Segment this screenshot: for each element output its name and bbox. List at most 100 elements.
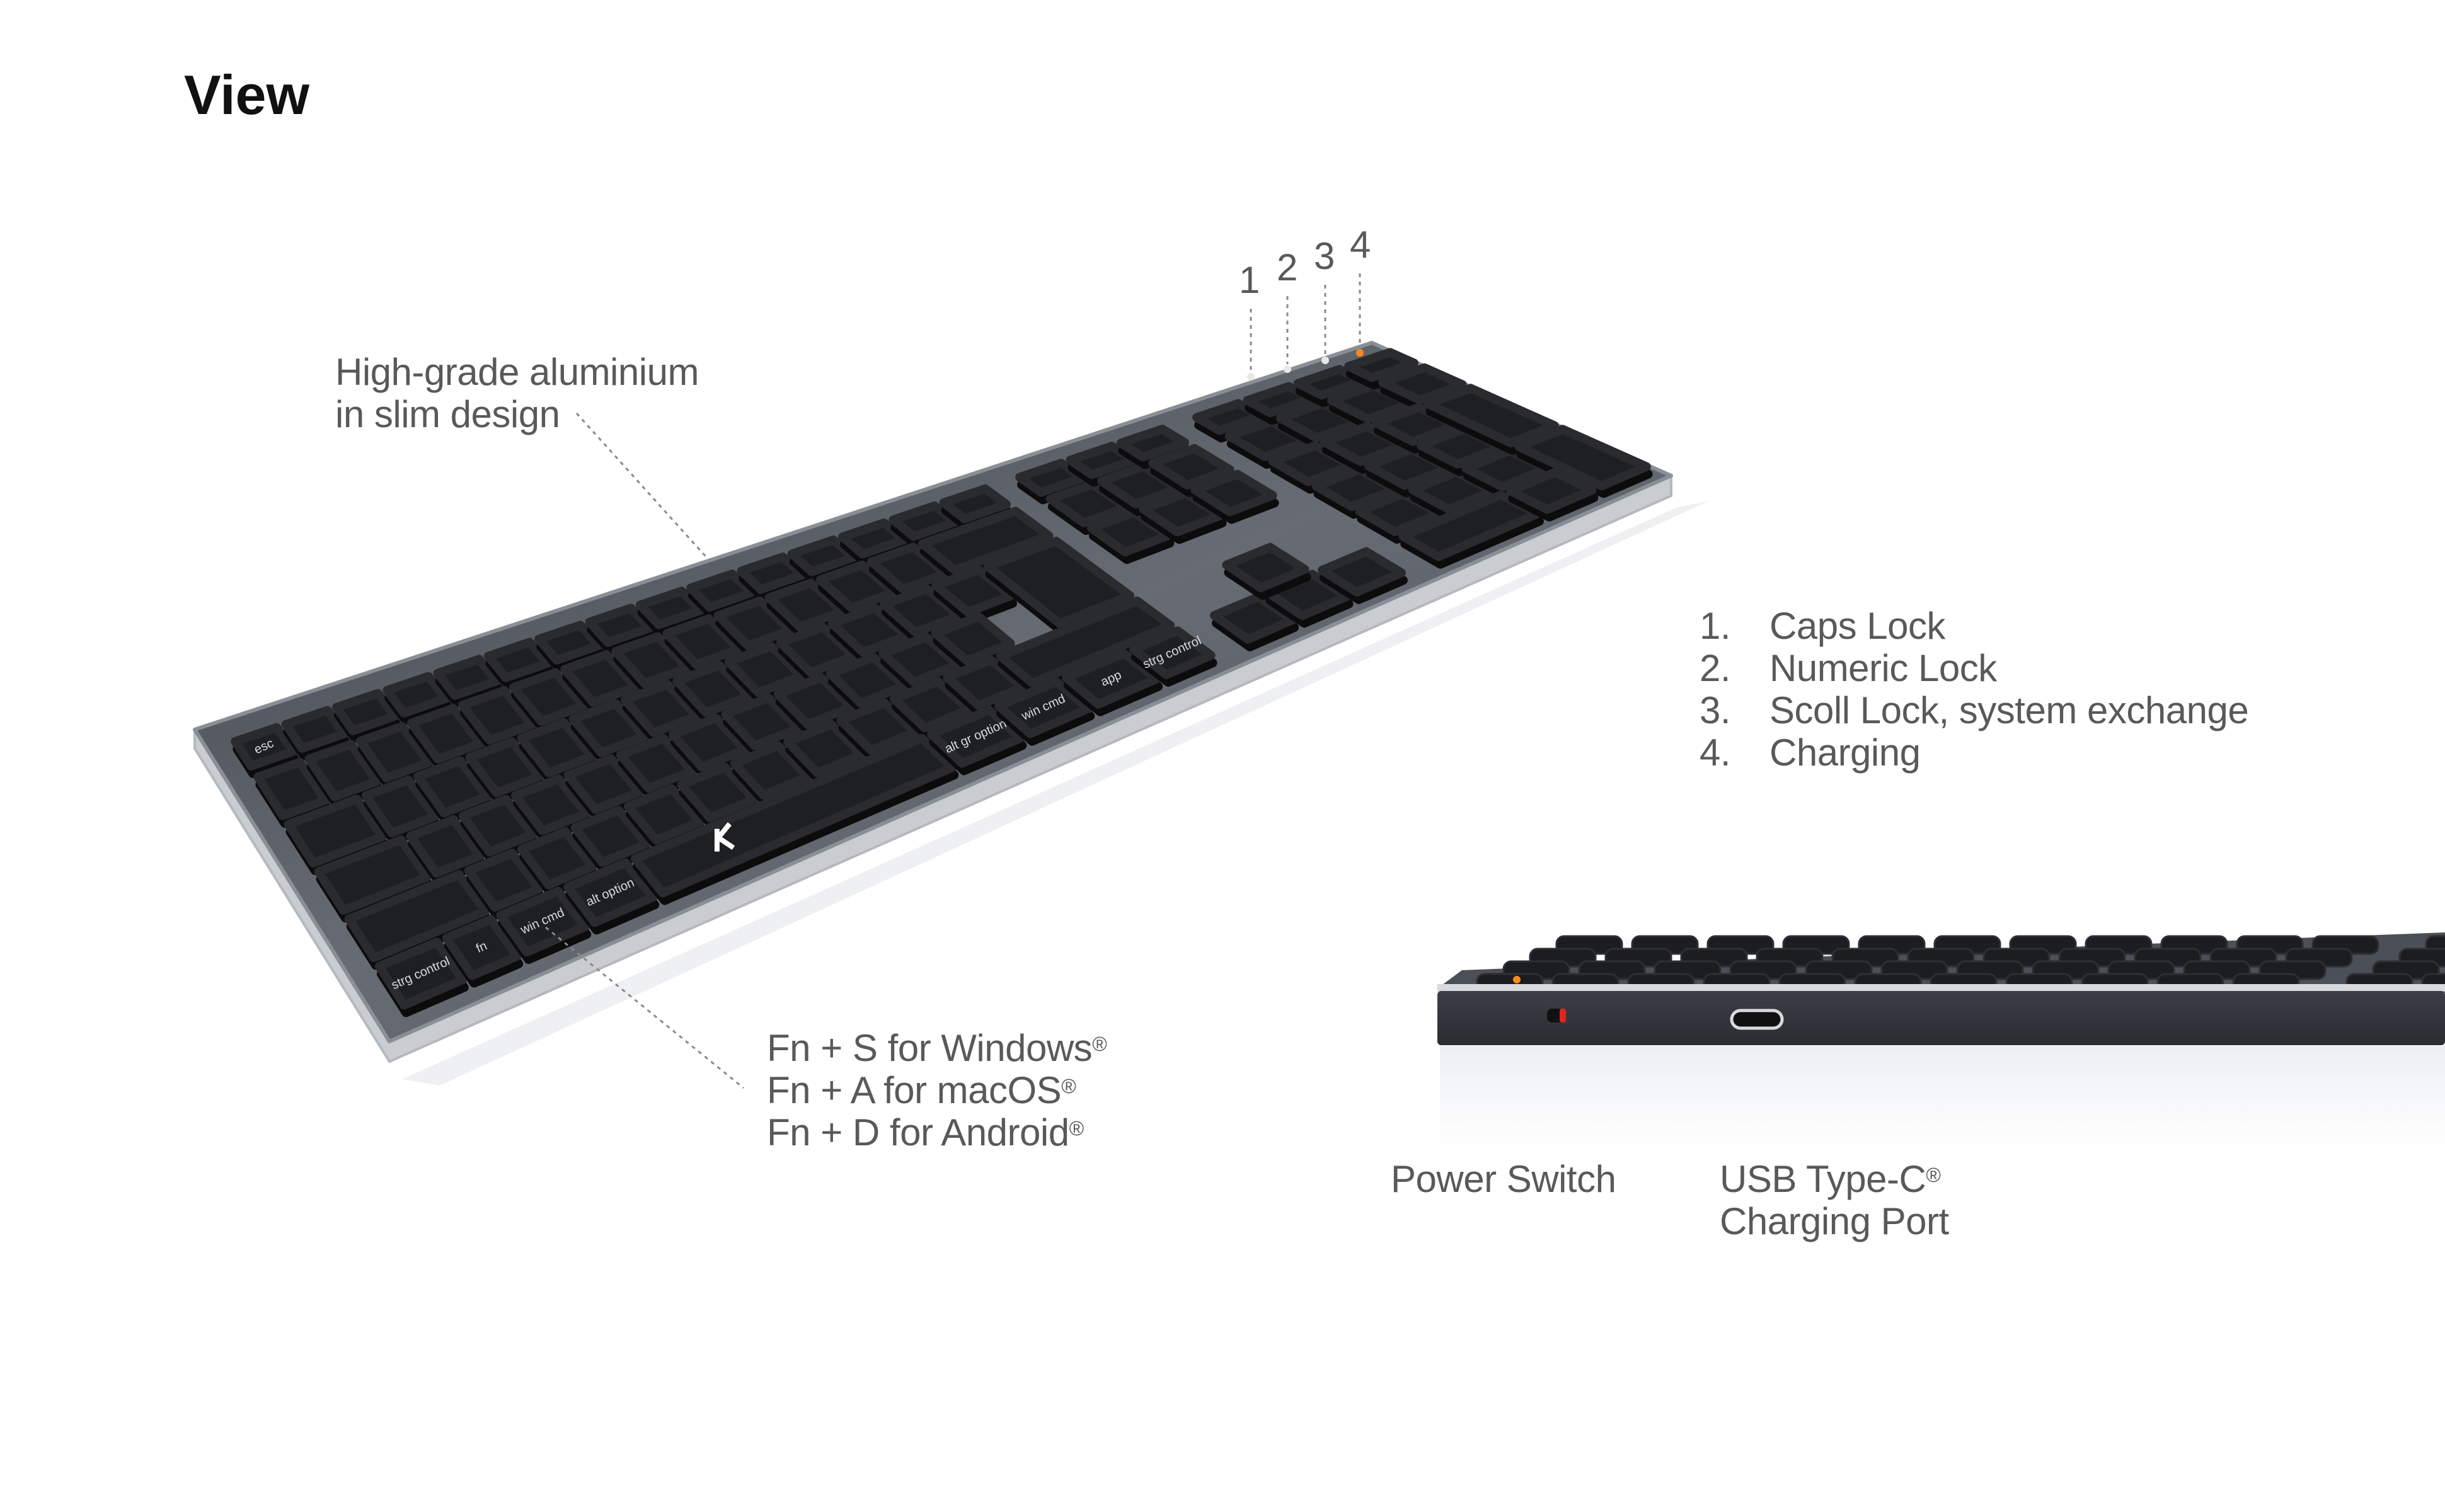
indicator-label: Charging <box>1769 731 1921 774</box>
key-cap <box>464 849 544 912</box>
key <box>616 734 699 801</box>
key <box>433 655 503 707</box>
indicator-num: 2. <box>1700 647 1731 689</box>
indicator-label: Caps Lock <box>1769 605 1945 647</box>
registered-mark: ® <box>1926 1164 1941 1186</box>
key-cap <box>1129 626 1216 679</box>
key <box>355 721 435 790</box>
key-cap <box>563 858 658 927</box>
key-cap <box>764 578 847 631</box>
key-cap <box>927 706 1025 768</box>
key <box>517 827 599 897</box>
key <box>1424 384 1561 455</box>
key: fn <box>442 915 524 988</box>
key-cap <box>517 718 597 777</box>
key-cap <box>996 596 1175 688</box>
key <box>1514 425 1653 498</box>
fn-combo-windows: Fn + S for Windows® <box>767 1027 1107 1069</box>
key-cap <box>889 677 974 733</box>
key: win cmd <box>496 886 592 965</box>
indicator-num: 3. <box>1700 689 1731 731</box>
key-cap <box>616 734 697 793</box>
power-switch-indicator <box>1560 1009 1566 1022</box>
key-cap <box>374 937 467 1010</box>
key <box>563 754 646 822</box>
usb-c-port <box>1730 1009 1784 1030</box>
fn-combo-text: Fn + S for Windows <box>767 1027 1093 1069</box>
key-cap <box>568 699 649 757</box>
key-cap <box>1424 384 1559 448</box>
key-cap <box>560 650 640 707</box>
side-silver-edge <box>1437 984 2445 992</box>
keyboard-shadow <box>402 501 1709 1085</box>
indicator-led-3 <box>1321 357 1329 364</box>
key <box>721 693 805 758</box>
key-cap <box>465 737 544 798</box>
keyboard-side-view <box>1437 932 2445 1147</box>
key-cap <box>344 870 490 963</box>
indicator-number-4: 4 <box>1350 224 1371 266</box>
key: strg control <box>1129 626 1217 687</box>
key-cap <box>355 721 434 782</box>
key: alt option <box>563 858 660 935</box>
key-cap <box>1506 467 1597 514</box>
key-cap <box>630 734 957 898</box>
key-cap <box>827 604 911 657</box>
fn-combo-android: Fn + D for Android® <box>767 1111 1107 1154</box>
indicator-led-2 <box>1284 365 1291 373</box>
key-cap <box>585 604 654 647</box>
key-cap <box>563 754 644 814</box>
indicator-row: 4.Charging <box>1700 731 2248 774</box>
key <box>1210 592 1299 651</box>
key-cap <box>1318 547 1406 597</box>
indicator-number-2: 2 <box>1277 246 1298 289</box>
key <box>996 596 1177 696</box>
key <box>304 740 384 809</box>
key-cap <box>713 596 795 650</box>
indicator-row: 2. Numeric Lock <box>1700 647 2248 689</box>
brand-logo-icon <box>714 822 735 852</box>
page-title: View <box>184 64 309 126</box>
registered-mark: ® <box>1061 1075 1076 1097</box>
key-cap <box>509 668 589 726</box>
key <box>1318 547 1408 604</box>
fn-combo-text: Fn + A for macOS <box>767 1069 1062 1111</box>
key <box>918 507 1056 582</box>
indicator-row: 1. Caps Lock <box>1700 605 2248 647</box>
fn-combo-text: Fn + D for Android <box>767 1111 1069 1154</box>
key-cap <box>458 794 538 857</box>
key <box>383 672 452 725</box>
key-cap <box>623 784 705 845</box>
key: win cmd <box>994 677 1095 746</box>
power-switch-label: Power Switch <box>1391 1158 1616 1200</box>
side-reflection <box>1440 1046 2445 1147</box>
key-cap <box>686 570 756 612</box>
key <box>983 536 1137 636</box>
indicator-label: Numeric Lock <box>1769 647 1997 689</box>
key-cap <box>878 633 962 687</box>
key-cap <box>776 622 858 677</box>
key-cap <box>943 655 1027 710</box>
key-cap <box>331 689 400 735</box>
key-cap <box>1116 425 1189 462</box>
key-cap <box>304 740 382 801</box>
key-cap <box>284 794 387 868</box>
indicator-legend: 1.Caps Lock 2.Numeric Lock 3.Scoll Lock,… <box>1700 605 2249 774</box>
key-cap <box>442 915 522 980</box>
key-cap <box>1061 649 1161 709</box>
key <box>1398 490 1544 569</box>
key-cap <box>724 641 806 697</box>
key <box>630 734 959 905</box>
indicator-num: 1. <box>1700 605 1731 647</box>
key-cap <box>253 757 330 820</box>
key <box>361 776 441 845</box>
key-cap <box>413 756 492 818</box>
key-cap <box>1344 348 1418 382</box>
key-cap <box>836 698 920 755</box>
key-cap <box>668 713 750 772</box>
key-cap <box>570 805 651 868</box>
fn-combo-macos: Fn + A for macOS® <box>767 1069 1107 1111</box>
material-callout: High-grade aluminium in slim design <box>335 351 699 435</box>
key-cap <box>483 638 553 682</box>
